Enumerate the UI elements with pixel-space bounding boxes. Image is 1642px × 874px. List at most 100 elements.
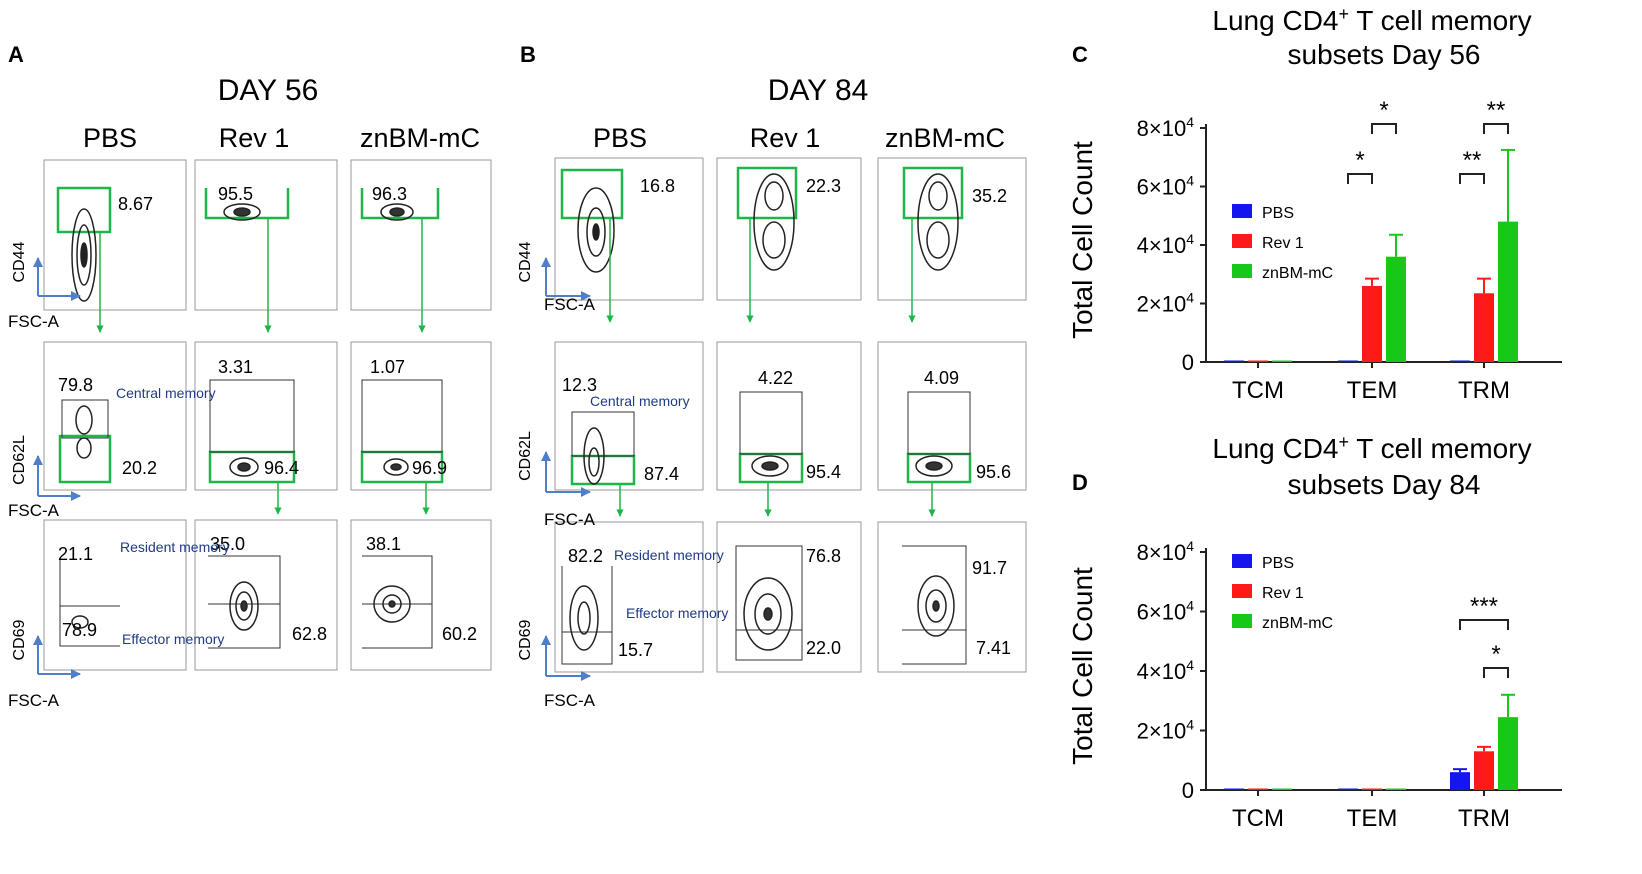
resident-memory-label: Resident memory [614, 547, 724, 563]
plot-frame [877, 521, 1027, 673]
plot-frame [716, 341, 862, 491]
panel-c: C Lung CD4+ T cell memory subsets Day 56… [1067, 4, 1562, 404]
plot-frames [43, 159, 492, 671]
cell-population [917, 173, 959, 271]
cd69-gate [902, 545, 967, 665]
panel-letter-b: B [520, 42, 536, 67]
cd69-gate [561, 566, 613, 665]
y-tick-exponent: 4 [1186, 290, 1194, 306]
subset-annotations: Central memory Resident memory Effector … [116, 385, 230, 647]
legend-swatch [1232, 264, 1252, 278]
legend-swatch [1232, 614, 1252, 628]
cd69-gate [362, 555, 433, 649]
gate-percentage: 3.31 [218, 357, 253, 377]
contour-populations [71, 203, 414, 631]
black-gates-row2 [571, 391, 971, 457]
chart-c-title-line2: subsets Day 56 [1288, 39, 1481, 70]
cell-population [233, 207, 251, 217]
legend-label: PBS [1262, 205, 1294, 222]
gate-percentage: 82.2 [568, 546, 603, 566]
y-tick-exponent: 4 [1186, 231, 1194, 247]
significance-label: ** [1463, 147, 1482, 174]
y-tick-label: 8×104 [1137, 538, 1195, 565]
cell-population [373, 585, 411, 623]
gates-row1 [56, 186, 440, 234]
plot-frame [194, 519, 338, 671]
gate-percentage: 16.8 [640, 176, 675, 196]
y-tick-base: 2×10 [1137, 292, 1187, 317]
plot-frame [194, 341, 338, 491]
plot-frame [43, 341, 187, 491]
gate-percentage: 78.9 [62, 620, 97, 640]
panel-a-title: DAY 56 [218, 74, 319, 107]
plot-frame [716, 157, 862, 301]
plot-frames [554, 157, 1027, 673]
significance-bracket [1347, 173, 1373, 184]
cell-population [80, 242, 88, 268]
central-memory-gate [739, 391, 803, 455]
x-tick-label: TEM [1347, 377, 1398, 404]
cd69-gate [59, 558, 120, 647]
central-memory-gate [361, 379, 443, 453]
col-header-znbm: znBM-mC [360, 123, 480, 153]
bar [1474, 293, 1494, 362]
cell-population [932, 600, 940, 612]
col-header-pbs: PBS [593, 123, 647, 153]
bar [1224, 360, 1244, 362]
y-tick-label: 0 [1182, 350, 1194, 375]
col-header-rev1: Rev 1 [750, 123, 821, 153]
legend-label: PBS [1262, 555, 1294, 572]
title-c-rest: T cell memory [1349, 5, 1532, 36]
axis-arrows [541, 257, 591, 681]
cell-population [763, 607, 773, 621]
cell-population [583, 427, 605, 485]
axis-label-cd44: CD44 [517, 241, 534, 282]
gate-percentage: 38.1 [366, 534, 401, 554]
bar [1450, 360, 1470, 362]
plot-frame [716, 521, 862, 673]
cd62l-gate [58, 434, 112, 484]
cd44-gate [736, 166, 798, 220]
y-tick-label: 4×104 [1137, 657, 1195, 684]
significance-bracket [1459, 619, 1509, 630]
bar [1386, 788, 1406, 790]
bar [1362, 788, 1382, 790]
cell-population [71, 615, 89, 629]
y-tick-label: 8×104 [1137, 114, 1195, 141]
legend-swatch [1232, 234, 1252, 248]
bar [1272, 788, 1292, 790]
gate-percentage: 87.4 [644, 464, 679, 484]
col-header-pbs: PBS [83, 123, 137, 153]
significance-bracket [1483, 667, 1509, 678]
bar [1498, 221, 1518, 362]
central-memory-gate [571, 411, 635, 457]
y-tick-label: 2×104 [1137, 290, 1195, 317]
cd44-gate [204, 188, 290, 220]
gate-percentage: 62.8 [292, 624, 327, 644]
gate-percentage: 21.1 [58, 544, 93, 564]
cell-population [761, 461, 779, 471]
cd44-gate [560, 168, 624, 220]
axis-label-fsc: FSC-A [544, 691, 596, 710]
plot-frame [877, 157, 1027, 301]
gate-percentage: 8.67 [118, 194, 153, 214]
title-d-sup: + [1339, 432, 1350, 452]
axis-label-cd69: CD69 [11, 619, 28, 660]
title-c-part: Lung CD4 [1212, 5, 1338, 36]
y-tick-base: 4×10 [1137, 659, 1187, 684]
y-tick-base: 2×10 [1137, 719, 1187, 744]
gate-percentage: 60.2 [442, 624, 477, 644]
cell-population [383, 458, 409, 476]
gate-percentage: 20.2 [122, 458, 157, 478]
cell-population [76, 224, 92, 286]
cell-population [240, 600, 248, 612]
cell-population [928, 181, 948, 211]
cell-population [71, 208, 97, 302]
bar [1248, 360, 1268, 362]
chart-c-ylabel: Total Cell Count [1067, 141, 1098, 339]
cell-population [764, 181, 784, 211]
bar [1272, 360, 1292, 362]
y-tick-base: 8×10 [1137, 540, 1187, 565]
cell-population [925, 589, 947, 623]
cell-population [753, 173, 795, 271]
